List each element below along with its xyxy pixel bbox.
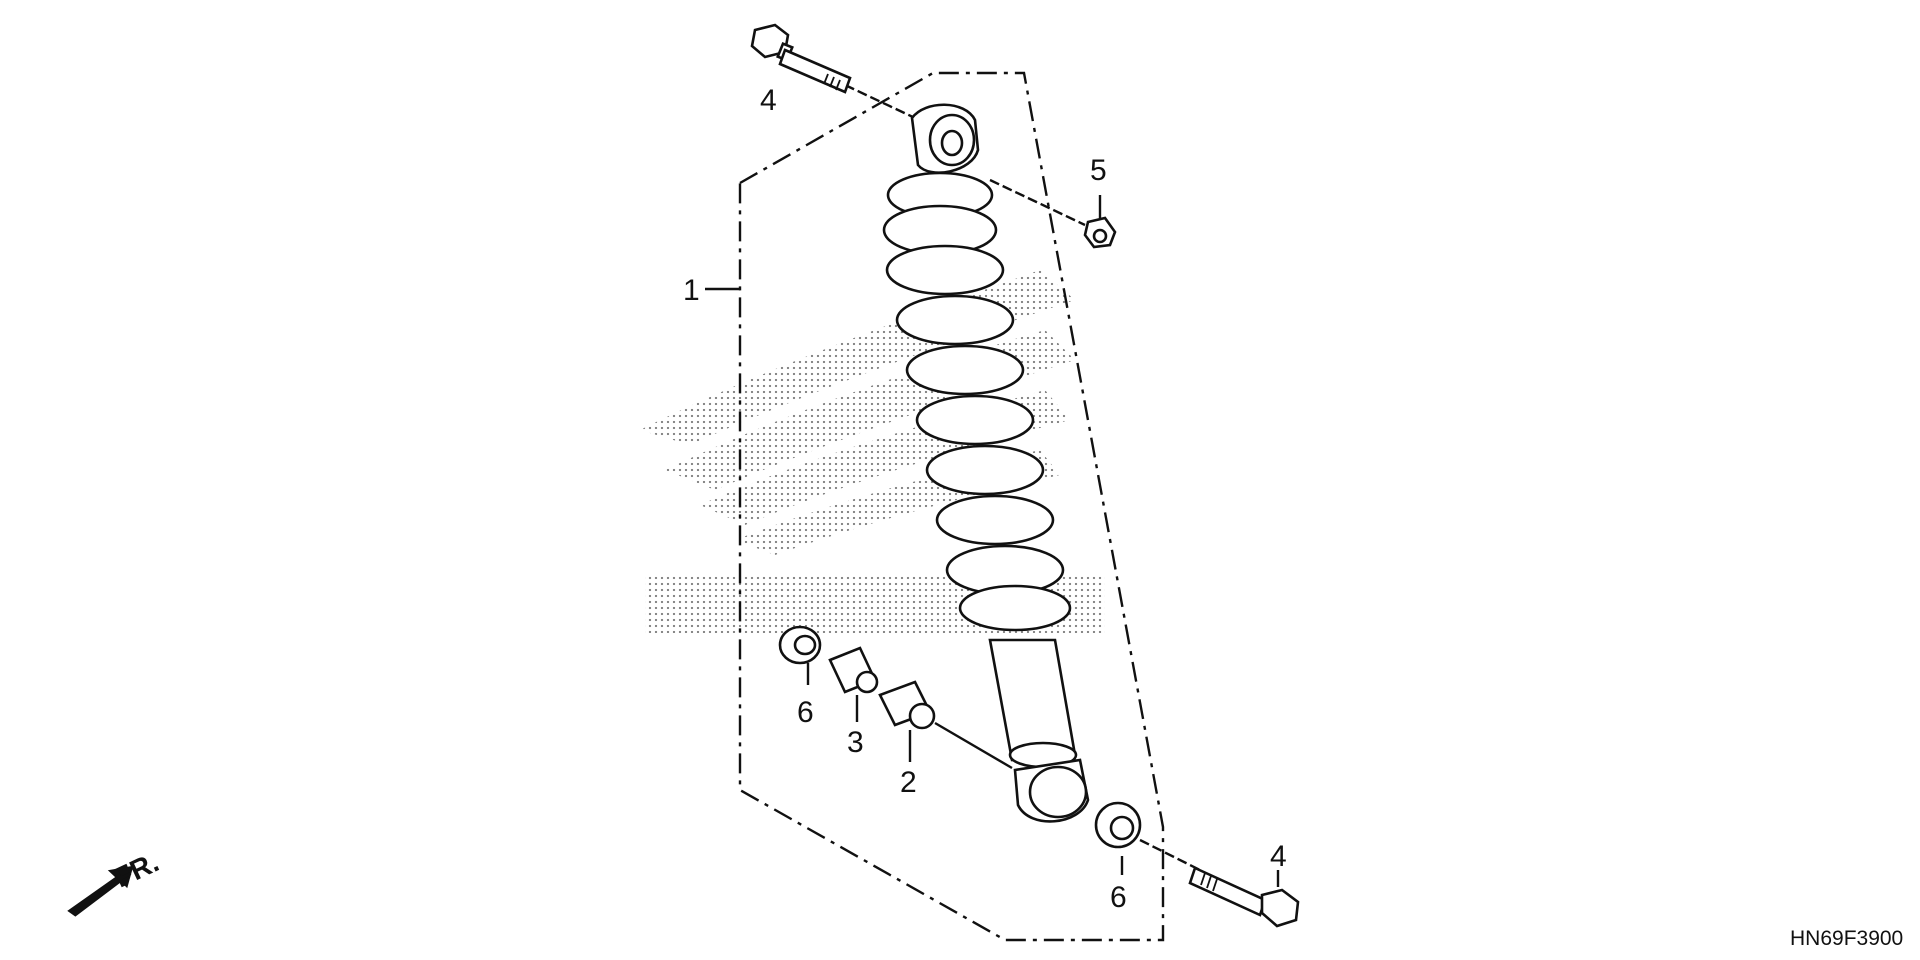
collar-small [828,646,879,694]
bushing [878,680,936,730]
dust-seal-right [1094,801,1142,849]
callout-2: 2 [900,766,917,799]
callout-6-right: 6 [1110,881,1127,914]
flange-bolt-top [750,23,852,94]
callout-1: 1 [683,274,700,307]
assembly-outline [738,71,1165,942]
flange-bolt-bottom [1188,866,1300,928]
figure-code: HN69F3900 [1790,927,1903,950]
coil-spring [885,244,1072,632]
callout-5: 5 [1090,154,1107,187]
callout-3: 3 [847,726,864,759]
front-direction-arrow-icon [67,865,134,917]
leader-lines [705,83,1280,887]
dust-seal-left [778,625,822,665]
callout-6-left: 6 [797,696,814,729]
flange-nut [1083,216,1117,249]
direction-label: FR. [109,846,163,893]
rear-shock-absorber [882,103,1090,823]
callout-4-bottom: 4 [1270,840,1287,873]
callout-4-top: 4 [760,84,777,117]
